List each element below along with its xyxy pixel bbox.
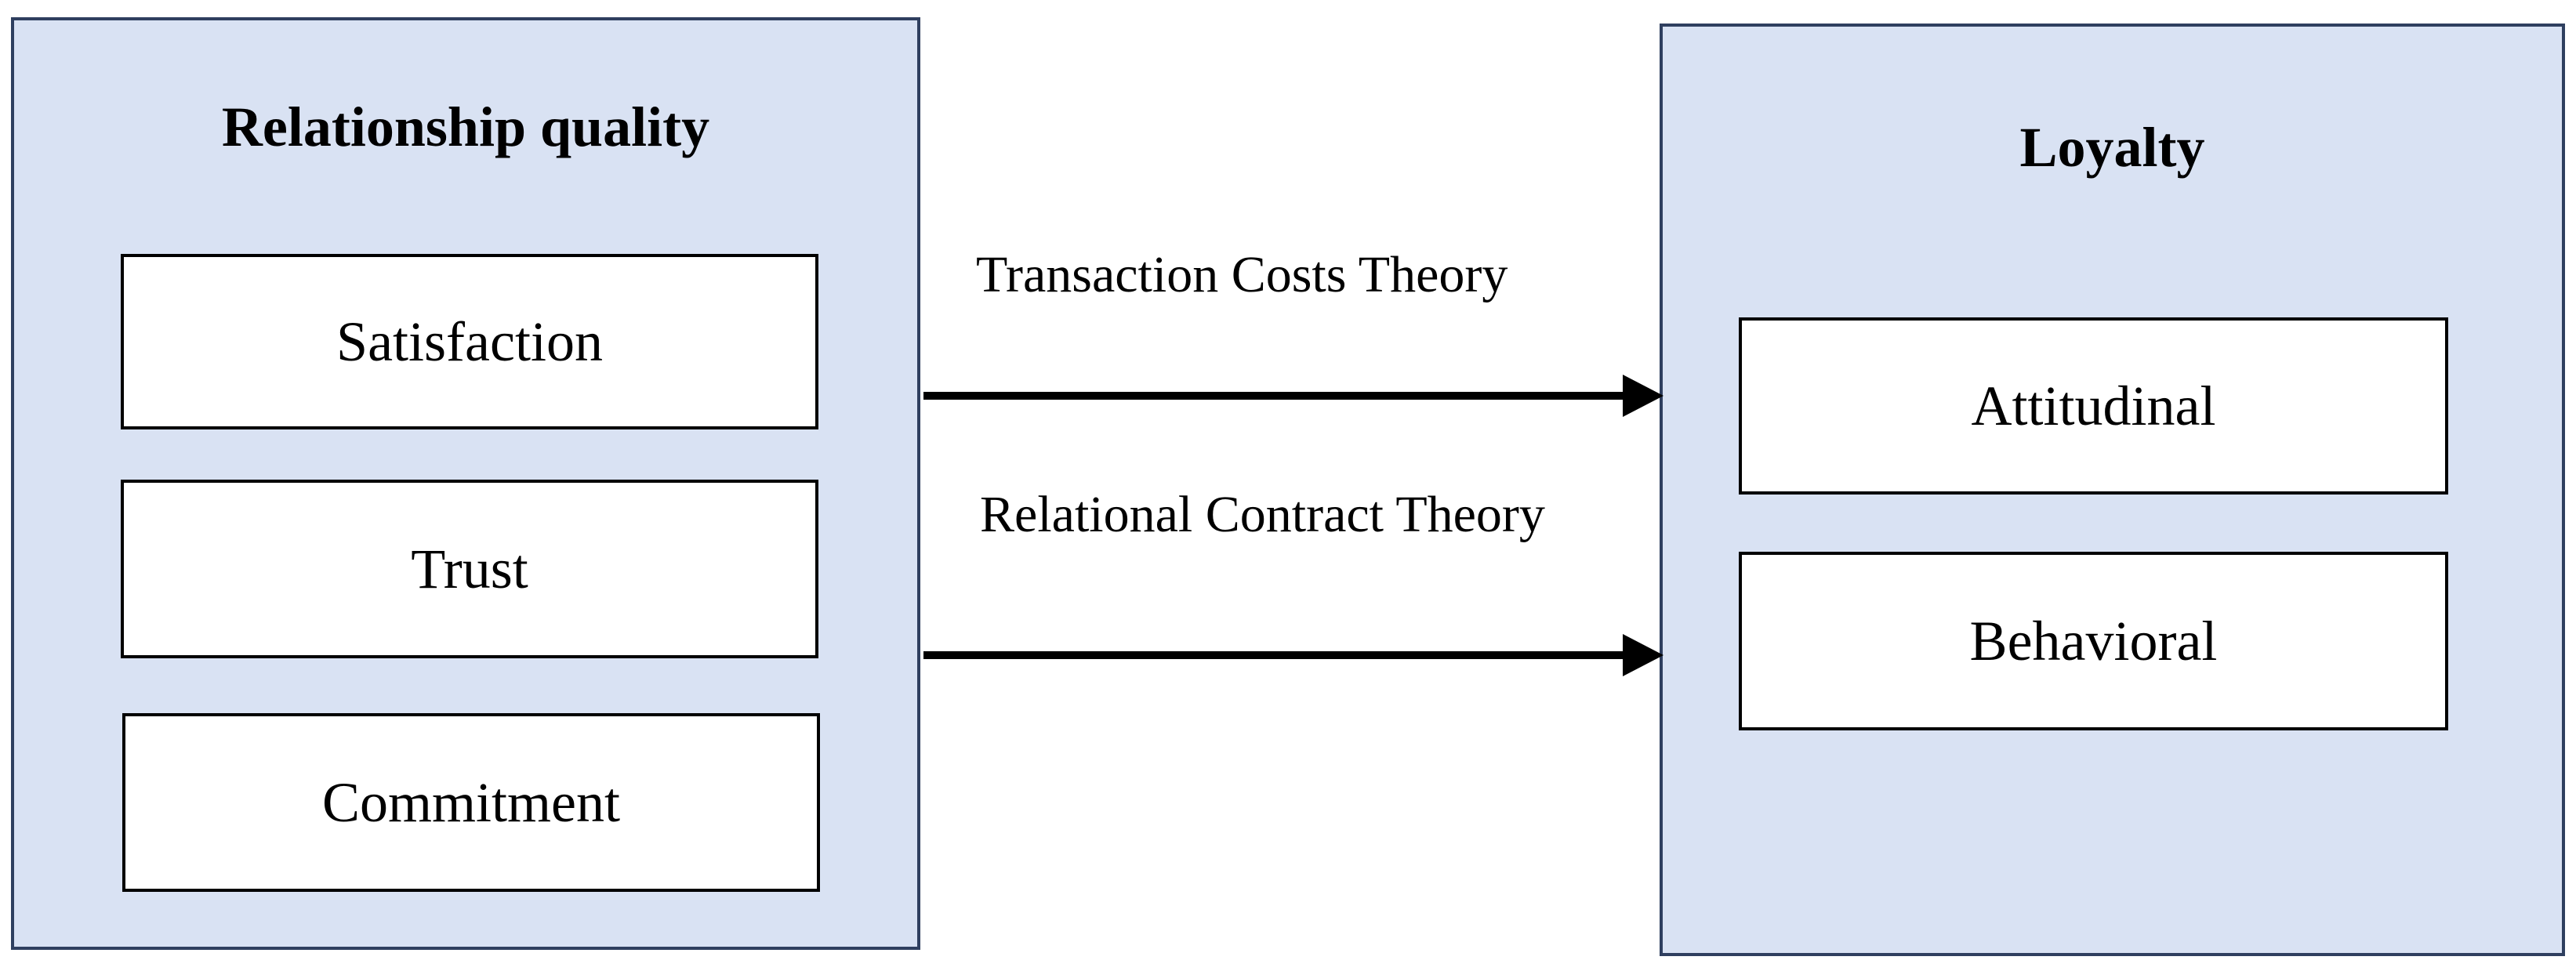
relationship-quality-title: Relationship quality xyxy=(221,96,710,158)
trust-box: Trust xyxy=(121,480,818,658)
attitudinal-label: Attitudinal xyxy=(1971,375,2216,437)
relational-contract-arrowhead xyxy=(1623,634,1664,676)
relationship-quality-panel: Relationship quality Satisfaction Trust … xyxy=(11,17,920,950)
relational-contract-arrow xyxy=(923,634,1664,676)
satisfaction-label: Satisfaction xyxy=(336,310,603,373)
commitment-box: Commitment xyxy=(122,713,820,892)
behavioral-box: Behavioral xyxy=(1739,552,2448,730)
trust-label: Trust xyxy=(411,538,528,600)
commitment-label: Commitment xyxy=(321,771,620,834)
transaction-costs-theory-label: Transaction Costs Theory xyxy=(976,246,1508,303)
loyalty-title: Loyalty xyxy=(2019,116,2205,179)
relational-contract-theory-label: Relational Contract Theory xyxy=(980,486,1545,543)
satisfaction-box: Satisfaction xyxy=(121,254,818,429)
behavioral-label: Behavioral xyxy=(1969,610,2218,672)
loyalty-panel: Loyalty Attitudinal Behavioral xyxy=(1660,24,2565,956)
attitudinal-box: Attitudinal xyxy=(1739,317,2448,495)
transaction-costs-arrow xyxy=(923,375,1664,417)
transaction-costs-arrowhead xyxy=(1623,375,1664,417)
